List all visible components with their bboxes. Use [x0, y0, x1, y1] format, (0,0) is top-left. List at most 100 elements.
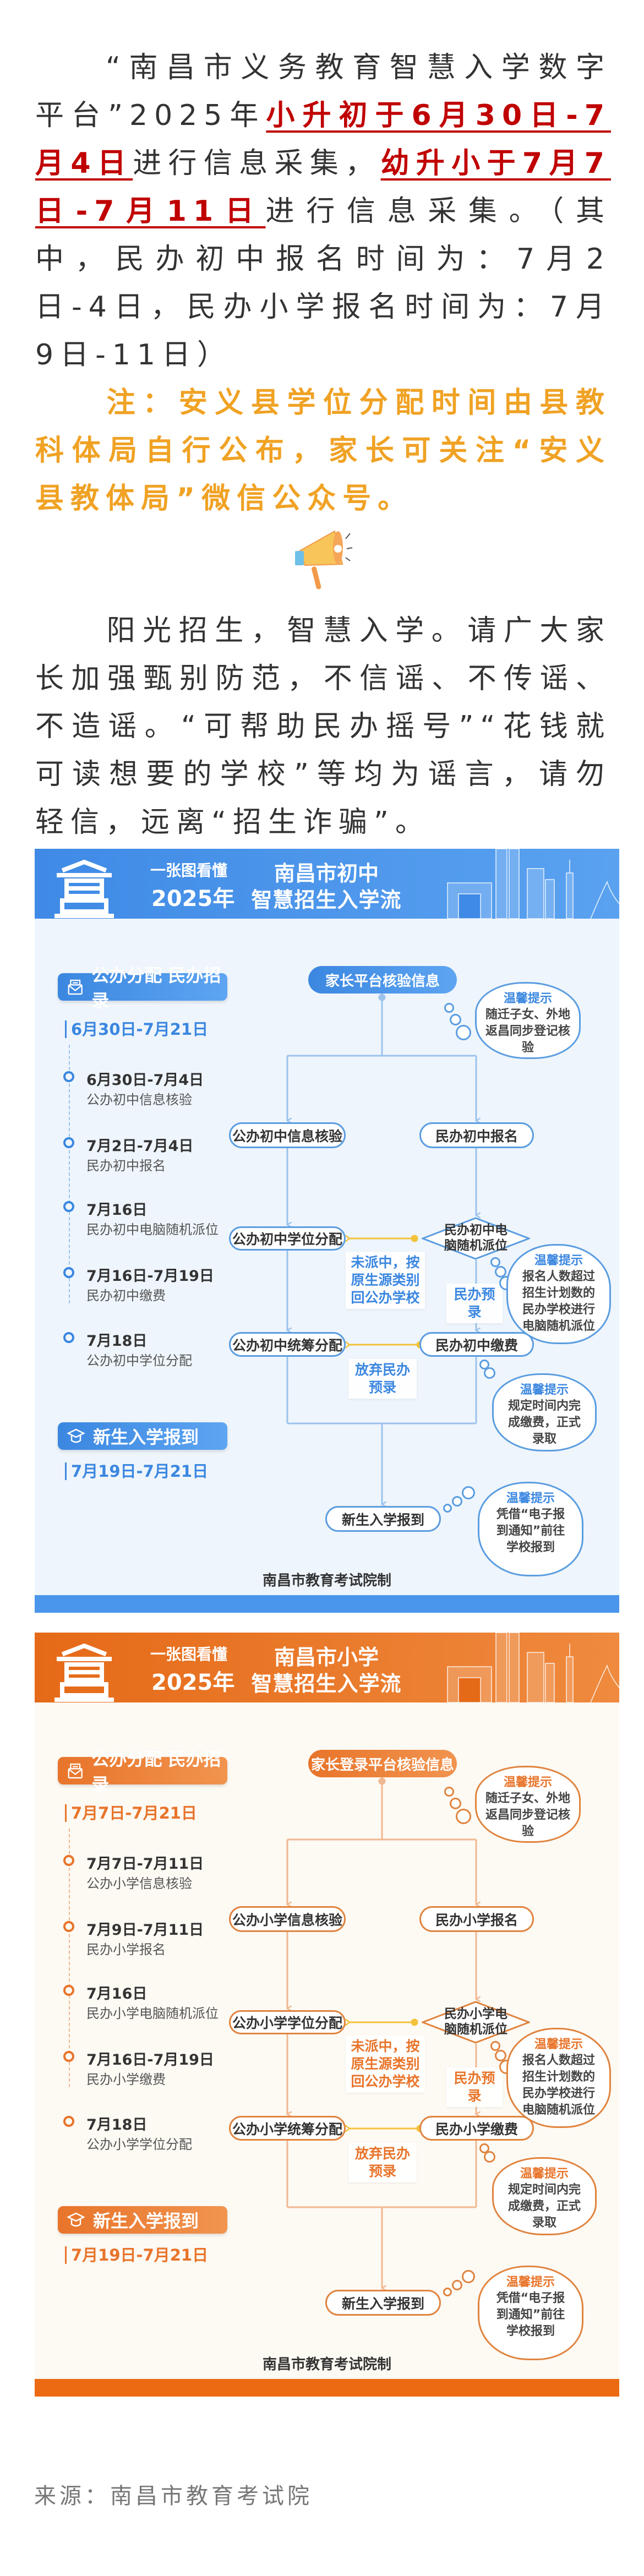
bottom-strip	[35, 2379, 619, 2397]
intro-text-c: 进行信息采集，	[133, 147, 381, 180]
tip-text: 凭借“电子报到通知”前往学校报到	[496, 1508, 565, 1554]
tip-title: 温馨提示	[503, 1776, 552, 1789]
anyi-note-text: 注：安义县学位分配时间由县教科体局自行公布，家长可关注“安义县教体局”微信公众号…	[35, 386, 611, 515]
flow-public-verify: 公办初中信息核验	[229, 1122, 346, 1148]
flow-enrollment: 新生入学报到	[325, 1506, 441, 1532]
timeline-desc: 民办初中报名	[86, 1158, 166, 1174]
tip-cloud: 温馨提示报名人数超过招生计划数的民办学校进行电脑随机派位	[506, 1244, 611, 1344]
thought-bubble	[456, 1025, 471, 1040]
tip-cloud: 温馨提示随迁子女、外地返昌同步登记核验	[475, 1766, 581, 1843]
timeline-date: 7月9日-7月11日	[86, 1922, 204, 1939]
middle-school-infographic: 一张图看懂 2025年 南昌市初中 智慧招生入学流程 公办分配 民办招录 6月3…	[35, 849, 619, 1613]
header-title-line2: 智慧招生入学流程	[251, 888, 402, 919]
flow-label-pre-admit: 民办预录	[446, 2067, 503, 2107]
infographic-header: 一张图看懂 2025年 南昌市初中 智慧招生入学流程	[35, 849, 619, 919]
tip-text: 随迁子女、外地返昌同步登记核验	[485, 1008, 570, 1055]
flow-connectors	[35, 1777, 619, 2397]
section-allocation-badge: 公办分配 民办招录	[58, 1749, 227, 1795]
timeline-dot-icon	[63, 2051, 74, 2062]
section-enrollment-label: 新生入学报到	[93, 2211, 199, 2231]
tip-cloud: 温馨提示报名人数超过招生计划数的民办学校进行电脑随机派位	[506, 2028, 611, 2128]
tip-title: 温馨提示	[520, 2167, 569, 2181]
timeline-date: 7月7日-7月11日	[86, 1855, 204, 1873]
flow-label-unselected: 未派中，按原生源类别回公办学校	[346, 1252, 425, 1309]
section-enrollment-range: 7月19日-7月21日	[65, 2246, 208, 2264]
flow-random-lottery: 民办小学电脑随机派位	[422, 2001, 530, 2044]
flow-random-lottery-label: 民办初中电脑随机派位	[444, 1223, 507, 1253]
flow-public-allocation: 公办小学学位分配	[229, 2010, 346, 2034]
thought-bubble	[450, 1798, 461, 1809]
tip-text: 报名人数超过招生计划数的民办学校进行电脑随机派位	[522, 1270, 595, 1333]
section-enrollment-range: 7月19日-7月21日	[65, 1462, 208, 1480]
tip-text: 规定时间内完成缴费，正式录取	[508, 1399, 581, 1446]
tip-cloud: 温馨提示凭借“电子报到通知”前往学校报到	[478, 1482, 583, 1576]
thought-bubble	[450, 1014, 461, 1025]
primary-school-infographic: 一张图看懂 2025年 南昌市小学 智慧招生入学流程 公办分配 民办招录 7月7…	[35, 1633, 619, 2397]
header-year: 2025年	[151, 1670, 235, 1695]
section-allocation-range: 7月7日-7月21日	[65, 1804, 197, 1822]
timeline-dot-icon	[63, 1137, 74, 1148]
thought-bubble	[479, 1360, 489, 1369]
kinder-to-primary-dates: 幼升小于7月7日-7月11日	[35, 147, 611, 228]
timeline-rail	[69, 1829, 70, 2087]
thought-bubble	[452, 1496, 462, 1507]
timeline-desc: 民办小学报名	[86, 1942, 166, 1957]
diamond-shape	[422, 2001, 530, 2044]
timeline-date: 7月2日-7月4日	[86, 1138, 194, 1155]
flow-random-lottery: 民办初中电脑随机派位	[422, 1217, 530, 1260]
diamond-shape	[422, 1217, 530, 1260]
section-enrollment-badge: 新生入学报到	[58, 1422, 227, 1450]
tip-cloud: 温馨提示规定时间内完成缴费，正式录取	[492, 2157, 597, 2235]
nanchang-logo-glyph	[54, 859, 114, 918]
thought-bubble	[452, 2280, 462, 2290]
tip-cloud: 温馨提示随迁子女、外地返昌同步登记核验	[475, 982, 581, 1059]
tip-text: 报名人数超过招生计划数的民办学校进行电脑随机派位	[522, 2054, 595, 2117]
timeline-desc: 民办小学电脑随机派位	[86, 2006, 219, 2021]
timeline-date: 7月16日	[86, 1985, 148, 2002]
thought-bubble	[484, 2151, 495, 2163]
timeline-dot-icon	[63, 1985, 74, 1996]
tip-title: 温馨提示	[503, 992, 552, 1006]
thought-bubble	[484, 1367, 495, 1379]
timeline-desc: 公办小学信息核验	[86, 1876, 192, 1891]
section-allocation-label: 公办分配 民办招录	[91, 965, 221, 1011]
timeline-date: 7月16日-7月19日	[86, 1268, 214, 1285]
primary-to-middle-dates: 小升初于6月30日-7月4日	[35, 99, 612, 180]
bottom-strip	[35, 1595, 619, 1613]
thought-bubble	[479, 2143, 489, 2153]
flow-label-pre-admit: 民办预录	[446, 1284, 503, 1323]
timeline-dot-icon	[63, 1921, 74, 1932]
intro-text-a: “南昌市义务教育智慧入学数字平台”2025年	[35, 51, 611, 132]
timeline-desc: 公办初中信息核验	[86, 1092, 192, 1107]
thought-bubble	[444, 1003, 454, 1013]
timeline-desc: 民办初中电脑随机派位	[86, 1222, 219, 1237]
tip-title: 温馨提示	[506, 1492, 555, 1505]
anti-fraud-text: 阳光招生，智慧入学。请广大家长加强甄别防范，不信谣、不传谣、不造谣。“可帮助民办…	[35, 614, 611, 839]
timeline-rail	[69, 1045, 70, 1303]
thought-bubble	[444, 1787, 454, 1797]
infographic-header: 一张图看懂 2025年 南昌市小学 智慧招生入学流程	[35, 1633, 619, 1702]
thought-bubble	[495, 1266, 506, 1278]
thought-bubble	[462, 2270, 475, 2283]
flow-label-give-up: 放弃民办预录	[348, 2143, 417, 2182]
anyi-note: 注：安义县学位分配时间由县教科体局自行公布，家长可关注“安义县教体局”微信公众号…	[35, 379, 611, 523]
flow-label-give-up: 放弃民办预录	[348, 1359, 417, 1399]
flow-private-payment: 民办小学缴费	[419, 2116, 534, 2141]
flow-public-allocation: 公办初中学位分配	[229, 1226, 346, 1251]
tip-title: 温馨提示	[534, 2038, 583, 2051]
header-subtitle: 一张图看懂	[150, 1645, 228, 1663]
timeline-date: 7月18日	[86, 2116, 148, 2133]
flow-public-verify: 公办小学信息核验	[229, 1906, 346, 1932]
nanchang-logo-glyph	[54, 1643, 114, 1702]
producer-credit: 南昌市教育考试院制	[262, 2356, 391, 2373]
timeline-dot-icon	[63, 1267, 74, 1278]
envelope-icon	[68, 979, 83, 995]
section-allocation-badge: 公办分配 民办招录	[58, 965, 227, 1011]
flow-private-register: 民办初中报名	[419, 1122, 534, 1148]
timeline-date: 7月16日-7月19日	[86, 2051, 214, 2069]
flow-connectors	[35, 994, 619, 1613]
timeline-desc: 公办初中学位分配	[86, 1353, 192, 1368]
timeline-date: 7月16日	[86, 1202, 148, 1219]
envelope-icon	[68, 1763, 83, 1779]
producer-credit: 南昌市教育考试院制	[262, 1573, 391, 1589]
